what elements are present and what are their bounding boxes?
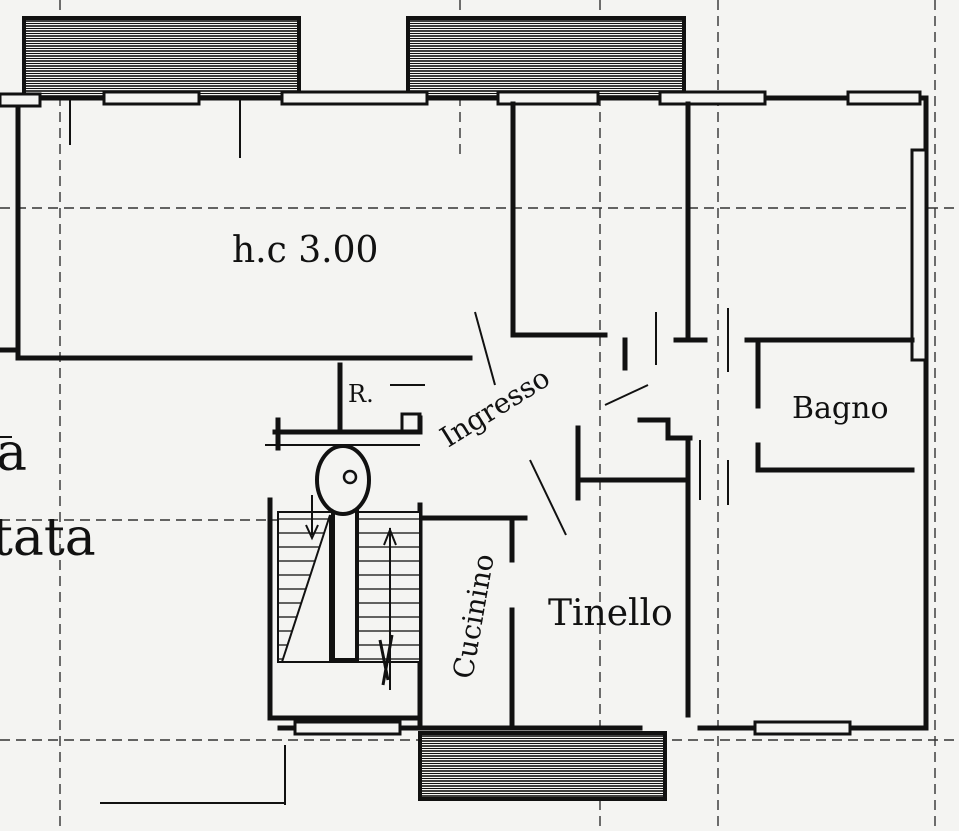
balcony-top-left (22, 16, 301, 100)
balcony-bottom (418, 731, 667, 801)
staircase (277, 444, 421, 690)
spiral-newel (315, 444, 371, 516)
bagno-label: Bagno (792, 391, 889, 426)
rip-label: R. (348, 380, 374, 408)
balconies (22, 16, 686, 801)
edge-label-tata: tata (0, 508, 96, 568)
tinello-label: Tinello (548, 593, 673, 634)
edge-label-a: a (0, 423, 27, 483)
windows (0, 90, 928, 736)
height-note: h.c 3.00 (232, 230, 378, 271)
balcony-top-center (406, 16, 686, 100)
details (0, 98, 729, 805)
